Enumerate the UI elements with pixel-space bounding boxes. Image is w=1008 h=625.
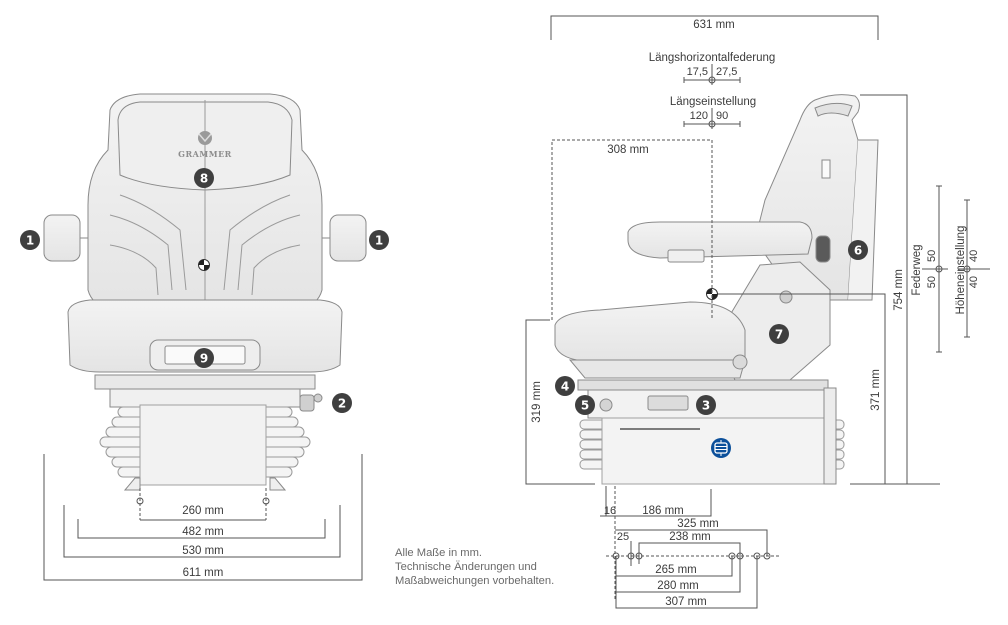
callout-front-8[interactable]: 8 [194, 168, 214, 188]
front-seat-cushion [67, 299, 343, 373]
callout-front-2[interactable]: 2 [332, 393, 352, 413]
svg-text:1: 1 [26, 234, 34, 248]
dim-label-307: 307 mm [665, 596, 707, 608]
brand-logo: GRAMMER [178, 131, 232, 159]
svg-text:1: 1 [375, 234, 383, 248]
dim-line-611 [43, 454, 363, 581]
dim-line-319 [525, 319, 595, 485]
callout-front-1-left[interactable]: 1 [20, 230, 40, 250]
svg-text:9: 9 [200, 352, 208, 366]
dim-label-611: 611 mm [183, 567, 224, 579]
dim-label-482: 482 mm [182, 526, 224, 538]
callout-front-1-right[interactable]: 1 [369, 230, 389, 250]
callout-side-3[interactable]: 3 [696, 395, 716, 415]
dim-line-482 [77, 519, 326, 539]
disclaimer-note: Alle Maße in mm. Technische Änderungen u… [395, 546, 554, 588]
air-suspension-icon [711, 438, 731, 458]
dim-line-280 [615, 556, 741, 593]
dim-label-371: 371 mm [870, 369, 882, 411]
fore-aft-forward: 90 [716, 110, 728, 122]
front-view-seat [43, 93, 367, 491]
dim-line-325 [615, 529, 768, 556]
dim-label-25: 25 [617, 531, 629, 543]
dim-line-238 [638, 542, 741, 564]
center-of-gravity-icon-side [706, 288, 718, 300]
note-line-1: Alle Maße in mm. [395, 547, 483, 559]
suspension-travel-up: 50 [926, 250, 938, 262]
front-armrest-left [43, 214, 81, 262]
dim-label-186: 186 mm [642, 505, 684, 517]
dim-label-308: 308 mm [607, 144, 649, 156]
dim-label-260: 260 mm [182, 505, 224, 517]
svg-text:2: 2 [338, 397, 346, 411]
height-adjustment-label: Höheneinstellung [955, 226, 967, 315]
center-of-gravity-icon-front [198, 259, 210, 271]
note-line-2: Technische Änderungen und [395, 561, 537, 573]
side-view-seat [554, 94, 879, 485]
svg-text:5: 5 [581, 399, 589, 413]
callout-side-7[interactable]: 7 [769, 324, 789, 344]
fore-aft-back: 120 [690, 110, 708, 122]
height-adjustment-up: 40 [968, 250, 980, 262]
suspension-travel-down: 50 [926, 276, 938, 288]
dim-label-238: 238 mm [669, 531, 711, 543]
callout-side-5[interactable]: 5 [575, 395, 595, 415]
dim-line-186 [615, 489, 712, 517]
side-seat-cushion [554, 301, 746, 363]
brand-emblem-side-icon [779, 290, 793, 304]
fore-aft-adjustment-label: Längseinstellung [670, 96, 756, 108]
suspension-travel-label: Federweg [911, 244, 923, 295]
side-armrest [627, 221, 813, 259]
dim-label-265: 265 mm [655, 564, 697, 576]
callout-front-9[interactable]: 9 [194, 348, 214, 368]
dim-line-631 [550, 15, 879, 40]
dim-line-530 [63, 505, 341, 558]
horizontal-suspension-back: 17,5 [687, 66, 708, 78]
height-adjustment-down: 40 [968, 276, 980, 288]
svg-text:6: 6 [854, 244, 862, 258]
note-line-3: Maßabweichungen vorbehalten. [395, 575, 555, 587]
svg-text:4: 4 [561, 380, 569, 394]
dim-label-280: 280 mm [657, 580, 699, 592]
svg-text:8: 8 [200, 172, 208, 186]
brand-name: GRAMMER [178, 149, 232, 159]
svg-text:7: 7 [775, 328, 783, 342]
dim-line-265 [615, 556, 733, 577]
dim-line-307 [615, 556, 758, 609]
callout-side-4[interactable]: 4 [555, 376, 575, 396]
callout-side-6[interactable]: 6 [848, 240, 868, 260]
dim-label-631: 631 mm [693, 19, 735, 31]
horizontal-suspension-forward: 27,5 [716, 66, 737, 78]
dim-label-325: 325 mm [677, 518, 719, 530]
front-armrest-right [329, 214, 367, 262]
brand-emblem-icon [198, 131, 212, 145]
svg-text:3: 3 [702, 399, 710, 413]
dim-label-754: 754 mm [893, 269, 905, 311]
dim-label-319: 319 mm [531, 381, 543, 423]
dim-line-308 [551, 139, 713, 320]
horizontal-suspension-label: Längshorizontalfederung [649, 52, 776, 64]
dim-label-530: 530 mm [182, 545, 224, 557]
dim-label-16: 16 [604, 505, 616, 517]
